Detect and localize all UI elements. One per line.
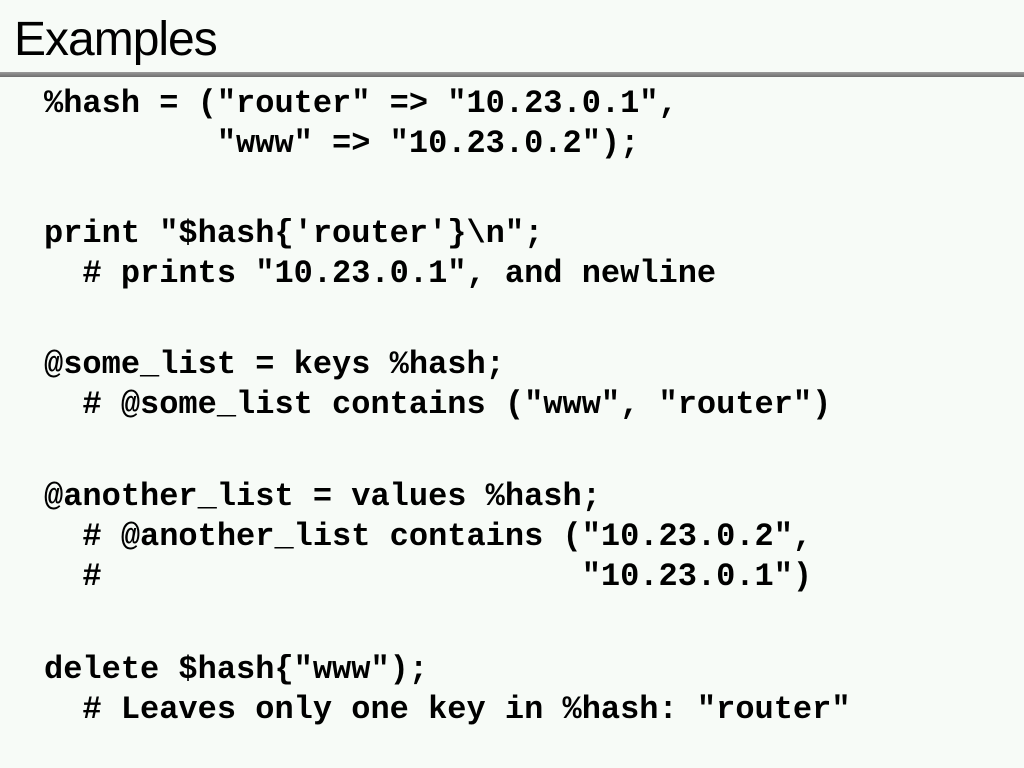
code-line-delete: delete $hash{"www");	[44, 651, 429, 688]
title-divider	[0, 72, 1024, 77]
code-line-print-comment: # prints "10.23.0.1", and newline	[44, 255, 717, 292]
code-line-values: @another_list = values %hash;	[44, 478, 601, 515]
code-line-hash-assign-cont: "www" => "10.23.0.2");	[44, 125, 640, 162]
code-line-delete-comment: # Leaves only one key in %hash: "router"	[44, 691, 851, 728]
code-line-keys-comment: # @some_list contains ("www", "router")	[44, 386, 832, 423]
code-line-values-comment-cont: # "10.23.0.1")	[44, 558, 813, 595]
code-line-print: print "$hash{'router'}\n";	[44, 215, 544, 252]
code-line-values-comment: # @another_list contains ("10.23.0.2",	[44, 518, 813, 555]
code-line-keys: @some_list = keys %hash;	[44, 346, 505, 383]
code-line-hash-assign: %hash = ("router" => "10.23.0.1",	[44, 85, 678, 122]
slide-title: Examples	[14, 13, 218, 66]
